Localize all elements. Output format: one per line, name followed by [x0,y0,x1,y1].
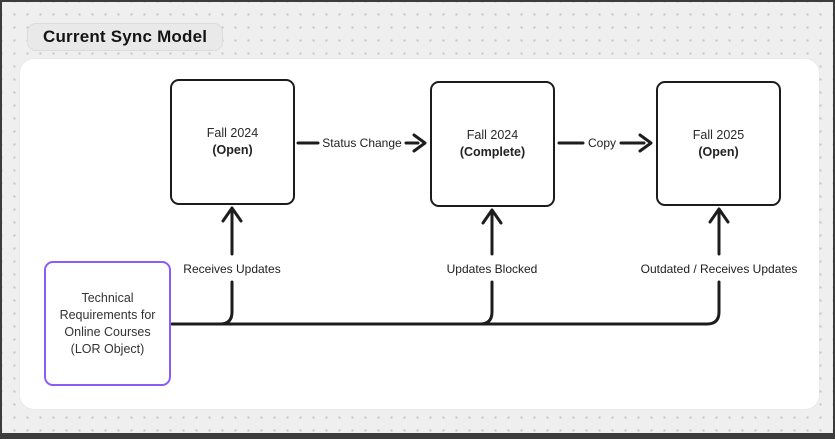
edge-receives-updates[interactable] [214,206,243,326]
edge-label-outdated[interactable]: Outdated / Receives Updates [640,262,798,276]
node-lor-object[interactable]: Technical Requirements for Online Course… [44,261,171,386]
edge-status-change[interactable] [296,133,427,153]
whiteboard-canvas[interactable]: Current Sync Model [2,2,833,433]
node-status-label: (Open) [212,143,253,157]
node-term-label: Fall 2024 [206,126,259,140]
node-fall-2024-open[interactable]: Fall 2024 (Open) [170,79,295,205]
edge-copy[interactable] [557,133,653,153]
lor-label-line: Online Courses [64,324,151,339]
lor-label-line: Requirements for [59,307,156,322]
edge-label-status-change[interactable]: Status Change [322,136,402,150]
lor-label-line: Technical [81,290,134,305]
diagram-title-pill[interactable]: Current Sync Model [27,23,224,51]
edge-label-copy[interactable]: Copy [587,136,617,150]
node-term-label: Fall 2024 [466,128,519,142]
edge-label-updates-blocked[interactable]: Updates Blocked [446,262,538,276]
diagram-title: Current Sync Model [43,27,208,46]
edge-outdated[interactable] [708,207,730,256]
node-status-label: (Complete) [459,145,526,159]
lor-label-line: (LOR Object) [70,341,145,356]
node-term-label: Fall 2025 [692,127,745,142]
edge-label-receives-updates[interactable]: Receives Updates [183,262,281,276]
node-fall-2025-open[interactable]: Fall 2025 (Open) [656,81,781,206]
edge-updates-blocked[interactable] [474,208,503,326]
node-fall-2024-complete[interactable]: Fall 2024 (Complete) [430,81,555,207]
node-status-label: (Open) [698,144,739,159]
edge-lor-trunk[interactable] [170,280,721,326]
